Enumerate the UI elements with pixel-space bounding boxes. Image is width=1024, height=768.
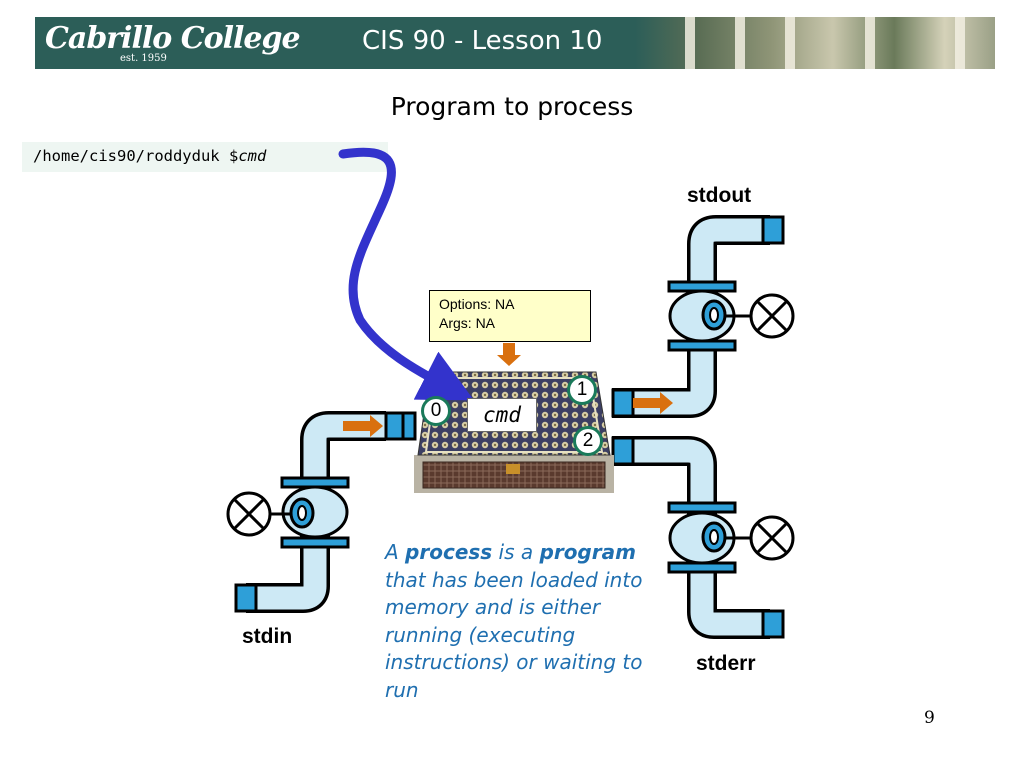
definition-part-3: that has been loaded into memory and is … — [385, 567, 643, 702]
header-photo-column — [785, 17, 795, 69]
stdin-label: stdin — [242, 625, 293, 648]
stdout-label: stdout — [687, 184, 752, 207]
fd-0-badge: 0 — [421, 396, 451, 426]
definition-part-2: is a — [492, 540, 540, 564]
page-number: 9 — [924, 708, 935, 728]
fd-2-badge: 2 — [573, 426, 603, 456]
options-args-box: Options: NA Args: NA — [429, 290, 591, 342]
stdout-valve — [667, 280, 795, 352]
prompt-path: /home/cis90/roddyduk $ — [33, 147, 239, 165]
header-photo-column — [865, 17, 875, 69]
stderr-label: stderr — [696, 652, 756, 675]
shell-prompt: /home/cis90/roddyduk $cmd — [22, 142, 388, 172]
college-logo: Cabrillo College — [45, 21, 301, 56]
definition-term-program: program — [539, 540, 636, 564]
fd-1-badge: 1 — [567, 375, 597, 405]
stderr-valve — [667, 501, 795, 574]
definition-part-1: A — [385, 540, 406, 564]
header-photo-column — [685, 17, 695, 69]
prompt-command: cmd — [238, 147, 267, 165]
orange-arrows — [343, 343, 673, 437]
definition-term-process: process — [405, 540, 493, 564]
header-banner: Cabrillo College est. 1959 CIS 90 - Less… — [35, 17, 995, 69]
header-photo-column — [955, 17, 965, 69]
args-line: Args: NA — [439, 315, 496, 331]
process-label: cmd — [467, 398, 537, 432]
header-photo — [635, 17, 995, 69]
header-photo-column — [735, 17, 745, 69]
stdin-valve — [226, 476, 350, 549]
process-definition: A process is a program that has been loa… — [385, 539, 660, 704]
college-logo-subtext: est. 1959 — [120, 53, 167, 64]
slide-title: Program to process — [390, 92, 634, 121]
options-line: Options: NA — [439, 296, 515, 312]
course-title: CIS 90 - Lesson 10 — [362, 26, 603, 56]
blue-arrow — [338, 147, 475, 401]
